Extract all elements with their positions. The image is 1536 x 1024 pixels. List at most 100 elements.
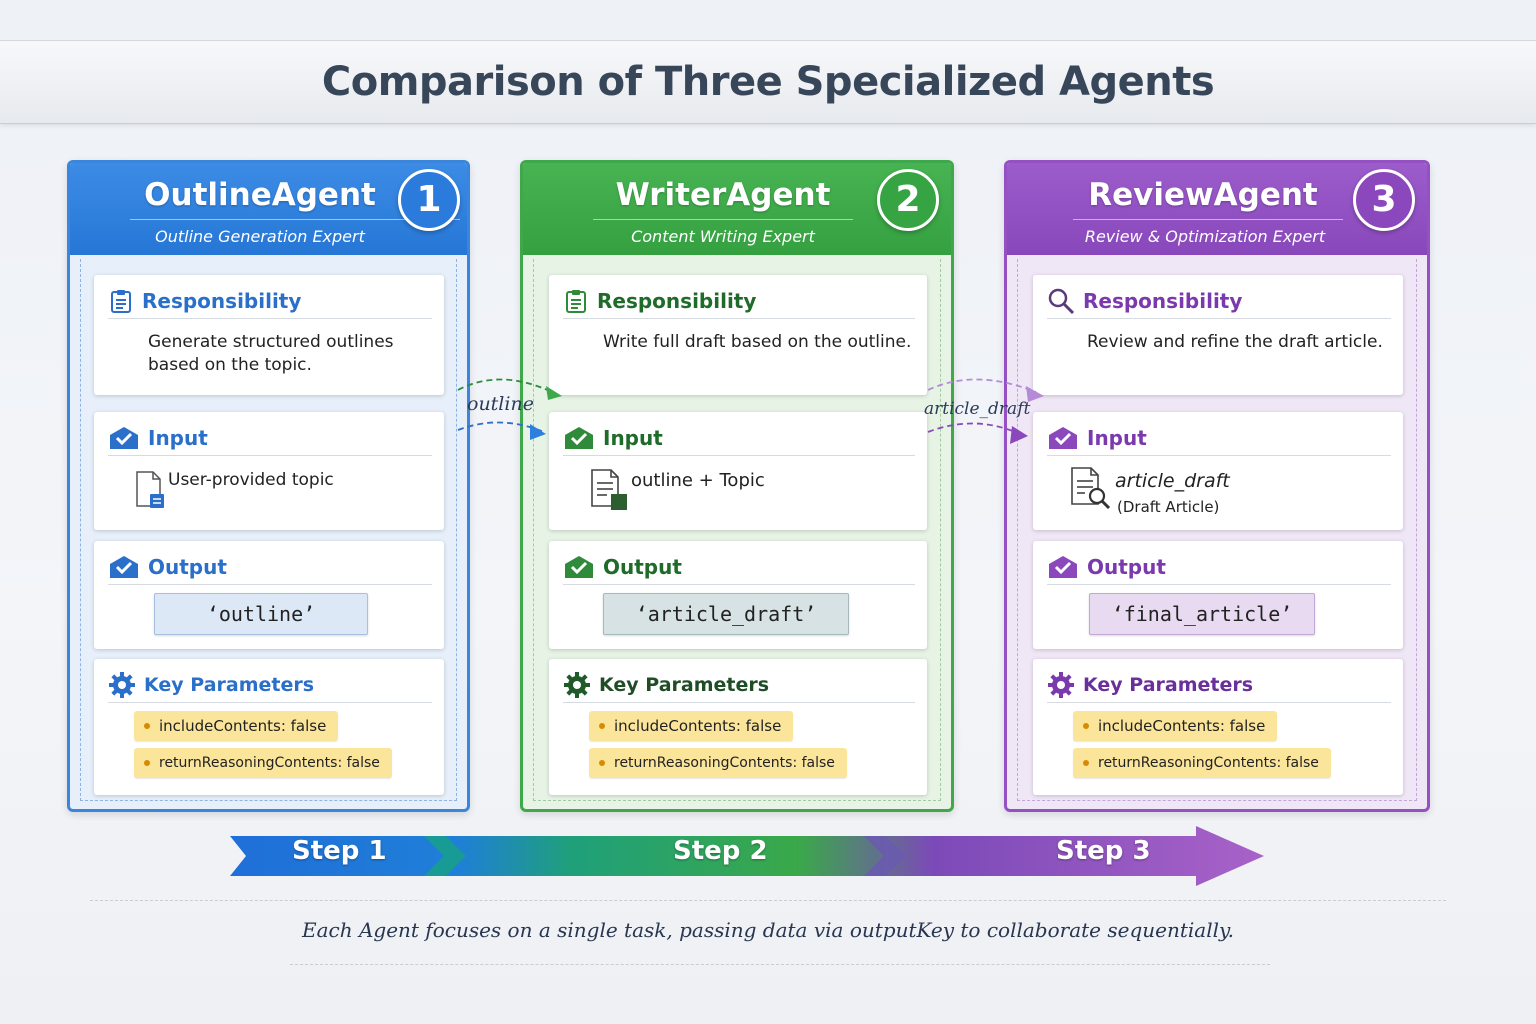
input-card: Input article_draft (Draft Article) — [1033, 412, 1403, 530]
param-text: includeContents: false — [1098, 717, 1266, 735]
flow-label-outline: outline — [467, 393, 534, 415]
step-label-1: Step 1 — [292, 836, 387, 866]
document-icon — [591, 469, 627, 510]
key-parameters-card: Key Parameters includeContents: false re… — [94, 659, 444, 795]
flow-label-article-draft: article_draft — [924, 399, 1031, 419]
responsibility-card: Responsibility Review and refine the dra… — [1033, 275, 1403, 395]
clipboard-icon — [566, 289, 586, 313]
input-text: User-provided topic — [168, 470, 334, 490]
inbox-icon — [110, 555, 138, 578]
inbox-icon — [1049, 555, 1077, 578]
output-card: Output ‘article_draft’ — [549, 541, 927, 649]
param-text: returnReasoningContents: false — [1098, 755, 1319, 771]
inner-dashed-frame — [533, 259, 941, 801]
card-title: Input — [1087, 425, 1147, 450]
gear-icon — [109, 671, 135, 698]
agent-name: OutlineAgent — [144, 177, 376, 213]
step-label-3: Step 3 — [1056, 836, 1151, 866]
card-title: Input — [148, 425, 208, 450]
card-title: Input — [603, 425, 663, 450]
panel-review-agent: ReviewAgent Review & Optimization Expert… — [1004, 160, 1430, 812]
input-text: article_draft — [1115, 470, 1230, 492]
output-key-value: ‘article_draft’ — [603, 593, 849, 635]
agent-name: ReviewAgent — [1088, 177, 1318, 213]
inbox-icon — [565, 426, 593, 449]
param-tag: includeContents: false — [589, 711, 794, 741]
inner-dashed-frame — [80, 259, 457, 801]
arrowhead — [530, 424, 546, 440]
inbox-icon — [565, 555, 593, 578]
key-parameters-card: Key Parameters includeContents: false re… — [1033, 659, 1403, 795]
gear-icon — [1048, 671, 1074, 698]
header-divider — [1073, 219, 1343, 220]
flow-arrow-outline — [457, 378, 553, 433]
step-label-2: Step 2 — [673, 836, 768, 866]
card-title: Output — [603, 554, 682, 579]
card-title: Responsibility — [597, 288, 757, 313]
input-card: Input User-provided topic — [94, 412, 444, 530]
panel-writer-agent: WriterAgent Content Writing Expert 2 Res… — [520, 160, 954, 812]
output-card: Output ‘final_article’ — [1033, 541, 1403, 649]
card-title: Output — [148, 554, 227, 579]
step-progress-arrow — [230, 826, 1264, 886]
arrowhead — [1026, 386, 1044, 402]
agent-subtitle: Content Writing Expert — [631, 227, 815, 246]
arrowhead — [1010, 426, 1028, 444]
agent-name: WriterAgent — [615, 177, 831, 213]
clipboard-icon — [111, 289, 131, 313]
param-text: includeContents: false — [614, 717, 782, 735]
panel-header: WriterAgent Content Writing Expert — [523, 163, 951, 255]
agent-subtitle: Outline Generation Expert — [155, 227, 365, 246]
document-icon — [136, 471, 164, 508]
output-key-value: ‘final_article’ — [1089, 593, 1315, 635]
header-divider — [130, 219, 460, 220]
param-tag: returnReasoningContents: false — [589, 748, 847, 778]
flow-arrow-article-draft — [927, 378, 1037, 435]
responsibility-text: Write full draft based on the outline. — [603, 332, 912, 352]
step-number-badge: 2 — [877, 169, 939, 231]
footer-divider-top — [90, 900, 1446, 901]
step-chevron-divider — [864, 836, 906, 876]
card-title: Key Parameters — [144, 673, 315, 696]
input-text: outline + Topic — [631, 470, 765, 491]
gear-icon — [564, 671, 590, 698]
inner-dashed-frame — [1017, 259, 1417, 801]
panel-outline-agent: OutlineAgent Outline Generation Expert 1… — [67, 160, 470, 812]
responsibility-card: Responsibility Generate structured outli… — [94, 275, 444, 395]
responsibility-text: Review and refine the draft article. — [1087, 332, 1383, 352]
param-text: includeContents: false — [159, 717, 327, 735]
card-title: Output — [1087, 554, 1166, 579]
arrowhead — [546, 386, 562, 400]
step-chevron-divider — [424, 836, 466, 876]
header-divider — [593, 219, 853, 220]
inbox-icon — [110, 426, 138, 449]
magnifier-icon — [1048, 288, 1075, 314]
inbox-icon — [1049, 426, 1077, 449]
footer-divider-bottom — [290, 964, 1270, 965]
page-title: Comparison of Three Specialized Agents — [321, 59, 1215, 105]
card-title: Key Parameters — [1083, 673, 1254, 696]
card-title: Key Parameters — [599, 673, 770, 696]
footer-caption: Each Agent focuses on a single task, pas… — [301, 918, 1234, 942]
step-number-badge: 3 — [1353, 169, 1415, 231]
input-card: Input outline + Topic — [549, 412, 927, 530]
param-tag: returnReasoningContents: false — [1073, 748, 1331, 778]
agent-subtitle: Review & Optimization Expert — [1084, 227, 1326, 246]
param-tag: includeContents: false — [1073, 711, 1278, 741]
key-parameters-card: Key Parameters includeContents: false re… — [549, 659, 927, 795]
param-tag: returnReasoningContents: false — [134, 748, 392, 778]
output-card: Output ‘outline’ — [94, 541, 444, 649]
step-number-badge: 1 — [398, 169, 460, 231]
card-title: Responsibility — [142, 288, 302, 313]
document-search-icon — [1071, 467, 1111, 510]
card-title: Responsibility — [1083, 288, 1243, 313]
responsibility-card: Responsibility Write full draft based on… — [549, 275, 927, 395]
input-subtext: (Draft Article) — [1117, 498, 1220, 516]
param-text: returnReasoningContents: false — [614, 755, 835, 771]
output-key-value: ‘outline’ — [154, 593, 368, 635]
title-bar: Comparison of Three Specialized Agents — [0, 40, 1536, 124]
responsibility-text: Generate structured outlines based on th… — [148, 332, 394, 375]
param-text: returnReasoningContents: false — [159, 755, 380, 771]
param-tag: includeContents: false — [134, 711, 339, 741]
